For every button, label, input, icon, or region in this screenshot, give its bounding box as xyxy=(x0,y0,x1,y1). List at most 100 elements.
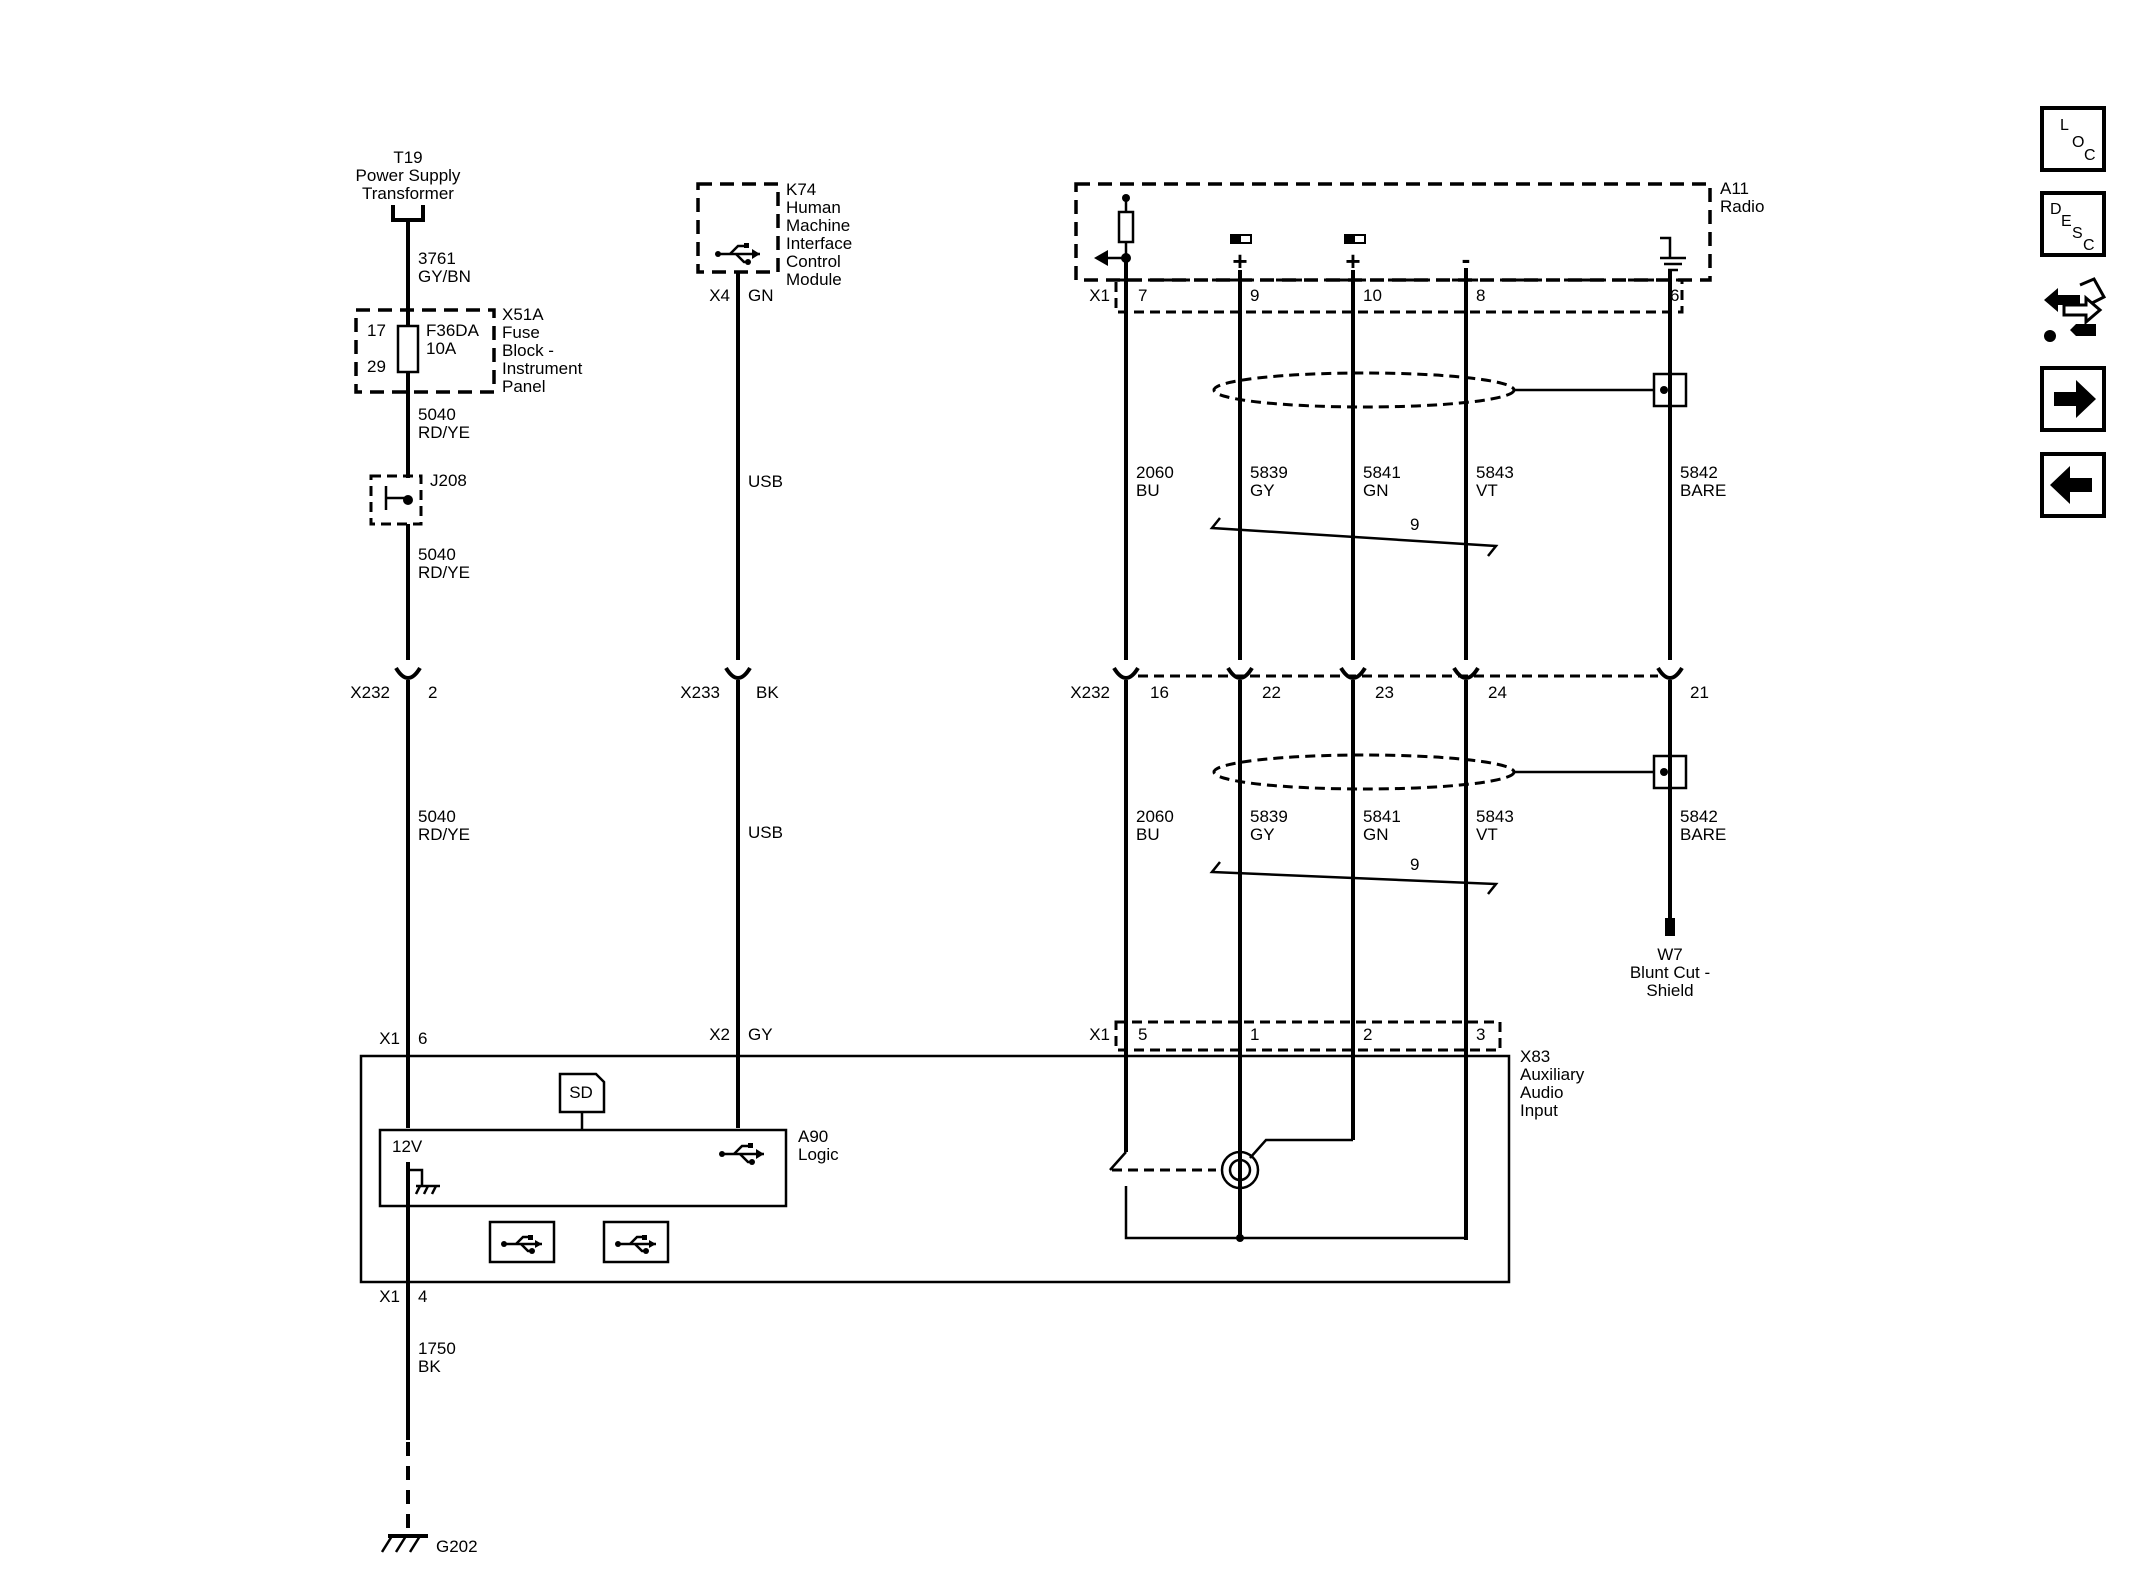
wire-5040-a-color: RD/YE xyxy=(418,423,470,442)
x83-name-2: Audio xyxy=(1520,1083,1563,1102)
x83-pin-5: 5 xyxy=(1138,1025,1147,1044)
logic-ground-icon xyxy=(408,1168,440,1195)
x232-audio-pin-22: 22 xyxy=(1262,683,1281,702)
x232-audio-pin-21: 21 xyxy=(1690,683,1709,702)
wire-5843-b-color: VT xyxy=(1476,825,1498,844)
x51a-name-2: Block - xyxy=(502,341,554,360)
connector-wrench-icon xyxy=(2044,277,2107,342)
x83-name-1: Auxiliary xyxy=(1520,1065,1585,1084)
plus-9: + xyxy=(1232,246,1247,276)
arrow-left-icon xyxy=(2050,466,2092,504)
fuse-id: F36DA xyxy=(426,321,480,340)
k74-name-2: Machine xyxy=(786,216,850,235)
t19-name-2: Transformer xyxy=(362,184,454,203)
arrow-right-icon xyxy=(2054,380,2096,418)
twist-lower xyxy=(1209,861,1499,895)
a11-x1-ref: X1 xyxy=(1089,286,1110,305)
loc-letter-1: L xyxy=(2060,117,2069,134)
a11-pin-9: 9 xyxy=(1250,286,1259,305)
x83-pin-1: 1 xyxy=(1250,1025,1259,1044)
wire-5839-b-circuit: 5839 xyxy=(1250,807,1288,826)
x232-pin-24 xyxy=(1452,666,1480,680)
logic-usb-icon xyxy=(719,1143,764,1165)
x232-audio-pin-16: 16 xyxy=(1150,683,1169,702)
a11-pin-6: 6 xyxy=(1670,286,1679,305)
x232-pin-21 xyxy=(1656,666,1684,680)
x2-pin: GY xyxy=(748,1025,773,1044)
x232-audio-pin-24: 24 xyxy=(1488,683,1507,702)
usb-port-1-icon xyxy=(501,1235,542,1254)
speaker-plus-icon-1 xyxy=(1230,234,1252,244)
j208-node xyxy=(403,495,413,505)
twist-upper xyxy=(1209,517,1499,557)
x2-ref: X2 xyxy=(709,1025,730,1044)
x1-power-ref: X1 xyxy=(379,1029,400,1048)
x83-pin-2: 2 xyxy=(1363,1025,1372,1044)
x83-aux-audio-input: SD 12V A90 Logic xyxy=(359,1054,1511,1284)
x232-audio-pin-23: 23 xyxy=(1375,683,1394,702)
x1-ground-ref: X1 xyxy=(379,1287,400,1306)
usb-port-2 xyxy=(602,1220,670,1264)
wire-5841-a-color: GN xyxy=(1363,481,1389,500)
sd-card-icon xyxy=(558,1072,606,1114)
previous-button[interactable] xyxy=(2040,452,2106,518)
jack-switch xyxy=(1109,1151,1127,1171)
w7-name-2: Shield xyxy=(1646,981,1693,1000)
x233-connector xyxy=(724,666,752,680)
x4-ref: X4 xyxy=(709,286,730,305)
x51a-pin-out: 29 xyxy=(367,357,386,376)
loc-button[interactable]: L O C xyxy=(2040,106,2106,172)
x83-name-3: Input xyxy=(1520,1101,1558,1120)
x232-audio-ref: X232 xyxy=(1070,683,1110,702)
desc-letter-1: D xyxy=(2050,201,2062,218)
x233-pin: BK xyxy=(756,683,779,702)
k74-name-4: Control xyxy=(786,252,841,271)
desc-letter-2: E xyxy=(2061,213,2072,230)
usb-icon xyxy=(715,243,760,265)
shield-lower xyxy=(1212,753,1516,791)
wire-1750-color: BK xyxy=(418,1357,441,1376)
x83-x1-ref: X1 xyxy=(1089,1025,1110,1044)
wire-5040-c-color: RD/YE xyxy=(418,825,470,844)
j208-splice xyxy=(384,486,408,510)
connector-view-button[interactable] xyxy=(2044,277,2107,342)
w7-ref: W7 xyxy=(1657,945,1683,964)
usb-port-1 xyxy=(488,1220,556,1264)
a11-x1-connector xyxy=(1114,278,1684,314)
x51a-name-1: Fuse xyxy=(502,323,540,342)
desc-button[interactable]: D E S C xyxy=(2040,191,2106,257)
a11-ref: A11 xyxy=(1720,179,1749,198)
wire-5839-a-circuit: 5839 xyxy=(1250,463,1288,482)
a90-supply: 12V xyxy=(392,1137,423,1156)
wire-5040-c-circuit: 5040 xyxy=(418,807,456,826)
w7-name-1: Blunt Cut - xyxy=(1630,963,1710,982)
t19-ref: T19 xyxy=(393,148,422,167)
g202-ground-icon xyxy=(380,1534,428,1553)
x1-ground-pin: 4 xyxy=(418,1287,427,1306)
wire-5843-a-circuit: 5843 xyxy=(1476,463,1514,482)
x51a-ref: X51A xyxy=(502,305,544,324)
desc-letter-3: S xyxy=(2072,225,2083,242)
usb-circuit: K74 Human Machine Interface Control Modu… xyxy=(680,180,852,1128)
plus-10: + xyxy=(1345,246,1360,276)
wire-5841-b-circuit: 5841 xyxy=(1363,807,1401,826)
a11-pin-10: 10 xyxy=(1363,286,1382,305)
a90-ref: A90 xyxy=(798,1127,828,1146)
wire-5843-b-circuit: 5843 xyxy=(1476,807,1514,826)
k74-name-1: Human xyxy=(786,198,841,217)
next-button[interactable] xyxy=(2040,366,2106,432)
t19-terminal xyxy=(391,205,425,222)
wire-5839-a-color: GY xyxy=(1250,481,1275,500)
usb-port-2-icon xyxy=(615,1235,656,1254)
w7-blunt-cut xyxy=(1665,918,1675,936)
x51a-name-3: Instrument xyxy=(502,359,583,378)
radio-ground-icon xyxy=(1660,236,1686,272)
x232-power-connector xyxy=(394,666,422,680)
t19-name-1: Power Supply xyxy=(356,166,461,185)
wire-2060-a-circuit: 2060 xyxy=(1136,463,1174,482)
g202-ref: G202 xyxy=(436,1537,478,1556)
usb-cable-b-label: USB xyxy=(748,823,783,842)
wire-2060-b-circuit: 2060 xyxy=(1136,807,1174,826)
j208-splice-box xyxy=(369,474,423,526)
